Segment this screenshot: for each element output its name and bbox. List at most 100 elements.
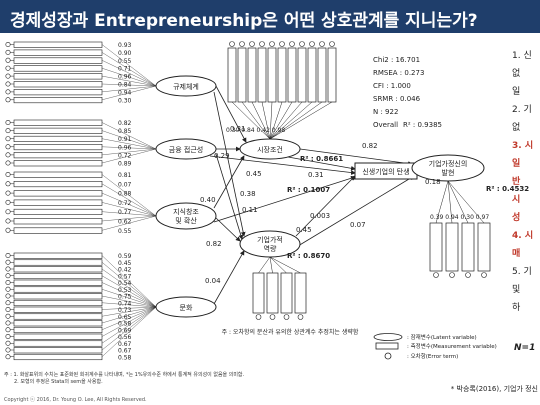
indicator-box [13,135,103,142]
error-term [5,144,11,150]
svg-text:기업가적: 기업가적 [257,235,283,244]
indicator-boxes-value [252,256,307,320]
indicator-box [327,47,337,103]
indicator-box [13,320,103,327]
error-term [5,306,11,312]
error-term [5,172,11,178]
error-term [5,152,11,158]
svg-text:0.04: 0.04 [205,277,221,285]
path-arrow [213,91,246,237]
loading-value: 0.88 [118,191,132,198]
loading-value: 0.45 [118,260,132,267]
loading-value: 0.96 [118,74,132,81]
panel-text-line: 일 [512,157,520,169]
slide-title: 경제성장과 Entrepreneurship은 어떤 상호관계를 지니는가? [10,11,478,31]
svg-text:0.31: 0.31 [308,171,324,179]
indicator-boxes-growth [429,180,491,278]
error-term [5,209,11,215]
svg-text:0.07: 0.07 [350,221,366,229]
latent-startup: 신생기업의 탄생 [354,162,418,180]
loading-value: 0.67 [118,341,132,348]
indicator-box [294,272,307,314]
indicator-box [257,47,267,103]
footnote-1: 주 : 1. 화살표위의 수치는 표준화된 회귀계수를 나타내며, *는 1%유… [4,372,245,378]
error-term [289,41,295,47]
latent-value: 기업가적 역량 [239,230,301,258]
svg-text:금융 접근성: 금융 접근성 [169,145,203,154]
panel-text-line: 매 [512,247,520,259]
indicator-boxes-left [5,41,103,361]
svg-text:R² : 0.1007: R² : 0.1007 [287,186,330,194]
indicator-box [445,222,459,272]
error-term [5,136,11,142]
indicator-box [13,81,103,88]
indicator-box [13,49,103,56]
svg-text:문화: 문화 [180,304,193,312]
indicator-box [252,272,265,314]
indicator-box [267,47,277,103]
fit-statistics: Chi2 : 16.701 RMSEA : 0.273 CFI : 1.000 … [373,56,442,129]
loading-value: 0.81 [118,172,132,179]
indicator-box [13,144,103,151]
error-term [279,41,285,47]
sample-size-label: N=1 [514,343,535,353]
indicator-box [266,272,279,314]
svg-text:Overall: Overall [373,121,398,129]
error-term [5,320,11,326]
panel-text-line: 없 [512,122,520,133]
svg-text:0.40: 0.40 [200,196,216,204]
path-arrow [215,153,244,240]
indicator-box [461,222,475,272]
indicator-box [13,279,103,286]
loading-value: 0.57 [118,273,132,280]
loading-value: 0.55 [118,58,132,65]
error-term [5,89,11,95]
loading-value: 0.82 [118,120,132,127]
center-note: 주 : 오차항의 분산과 유의한 상관계수 추정치는 생략함 [222,328,359,336]
error-term [5,300,11,306]
error-term [309,41,315,47]
indicator-box [277,47,287,103]
loading-value: 0.62 [118,219,132,226]
indicator-boxes-market [227,41,337,140]
loading-value: 0.42 [118,267,132,274]
error-term [5,181,11,187]
svg-text:R² : 0.8661: R² : 0.8661 [300,155,343,163]
citation: * 박승록(2016), 기업가 정신 [450,385,538,393]
error-term [259,41,265,47]
svg-text:발현: 발현 [442,168,455,177]
error-term [5,273,11,279]
panel-text-line: 1. 신 [512,50,532,61]
panel-text-line: 2. 기 [512,104,532,115]
indicator-box [13,347,103,354]
error-term [449,272,455,278]
loading-value: 0.77 [118,209,132,216]
svg-text:SRMR : 0.046: SRMR : 0.046 [373,95,421,103]
loading-value: 0.07 [118,181,132,188]
error-term [5,293,11,299]
growth-loadings: 0.39 0.94 0.30 0.97 [430,214,489,221]
indicator-box [13,57,103,64]
loading-value: 0.75 [118,294,132,301]
error-term [5,73,11,79]
indicator-box [13,96,103,104]
indicator-box [13,41,103,48]
loading-value: 0.72 [118,200,132,207]
path-arrow [213,250,245,305]
indicator-box [317,47,327,103]
loading-value: 0.58 [118,354,132,361]
indicator-box [297,47,307,103]
error-term [5,253,11,259]
error-term [5,65,11,71]
panel-text-line: 및 [512,283,520,295]
loading-value: 0.74 [118,300,132,307]
indicator-box [13,73,103,80]
indicator-box [287,47,297,103]
panel-text-line: 시 [512,194,520,205]
error-term [297,314,304,320]
copyright: Copyright ⓒ 2016, Dr. Young O. Lee, All … [4,397,147,403]
indicator-box [429,222,443,272]
indicator-box [13,259,103,266]
panel-text-line: 하 [512,302,521,313]
loading-value: 0.85 [118,128,132,135]
